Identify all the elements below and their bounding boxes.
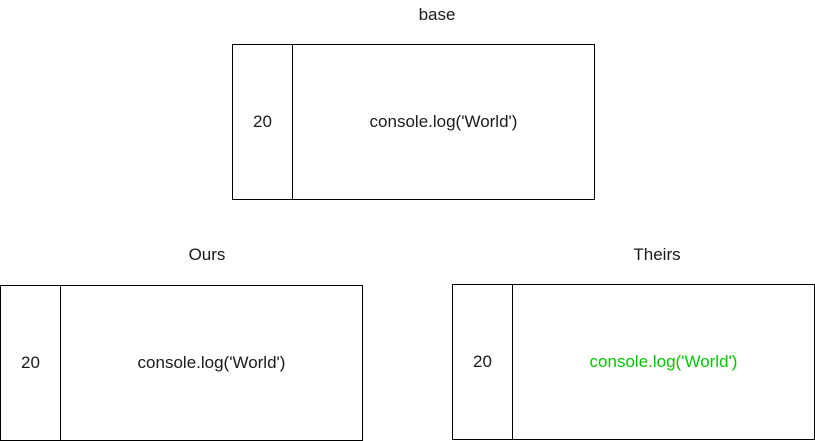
base-title: base [418,5,456,24]
base-line-number: 20 [233,45,293,199]
theirs-code-box: 20 console.log('World') [452,284,815,440]
ours-code-box: 20 console.log('World') [0,285,363,441]
ours-code-line: console.log('World') [137,353,286,372]
theirs-code-line: console.log('World') [589,352,738,371]
theirs-line-number: 20 [453,285,513,439]
base-code-line: console.log('World') [369,112,518,131]
ours-title: Ours [188,245,226,264]
base-code-box: 20 console.log('World') [232,44,595,200]
ours-line-number: 20 [1,286,61,440]
theirs-title: Theirs [633,245,681,264]
